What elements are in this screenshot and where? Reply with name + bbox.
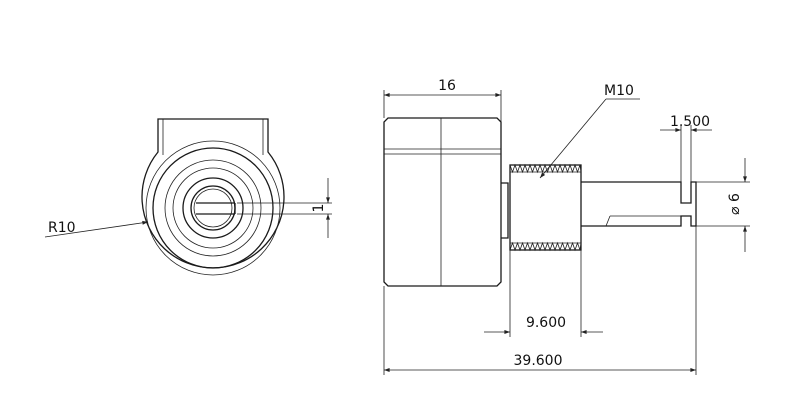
shaft-flat-end <box>605 215 611 227</box>
thread-teeth-bottom <box>509 241 582 252</box>
front-circle-2 <box>152 147 274 269</box>
thread-length-label: 9.600 <box>526 315 566 331</box>
thread-body <box>509 164 582 251</box>
front-view: 1 R10 <box>44 118 332 276</box>
thread-callout-label: M10 <box>604 83 634 99</box>
total-length-label: 39.600 <box>514 353 563 369</box>
width-dimension-label: 16 <box>438 78 456 94</box>
head-body <box>383 117 502 287</box>
slot-dimension-label: 1 <box>311 204 327 213</box>
radius-label: R10 <box>48 220 76 236</box>
thread-leader <box>539 98 607 179</box>
radius-leader <box>44 220 149 238</box>
front-shaft-inner-circle <box>193 188 233 228</box>
side-view: 16 M10 1.500 ⌀ 6 9.600 39.600 <box>383 78 750 375</box>
front-circle-4 <box>172 167 254 249</box>
front-shaft-circle <box>190 185 236 231</box>
groove-dimension-label: 1.500 <box>670 114 710 130</box>
front-circle-1 <box>145 140 281 276</box>
front-circle-3 <box>164 159 262 257</box>
diameter-dimension-label: ⌀ 6 <box>727 193 743 215</box>
thread-teeth <box>509 163 582 252</box>
front-circle-5 <box>182 177 244 239</box>
head-neck <box>501 182 509 239</box>
front-slot <box>196 202 236 215</box>
shaft-profile <box>581 181 697 227</box>
